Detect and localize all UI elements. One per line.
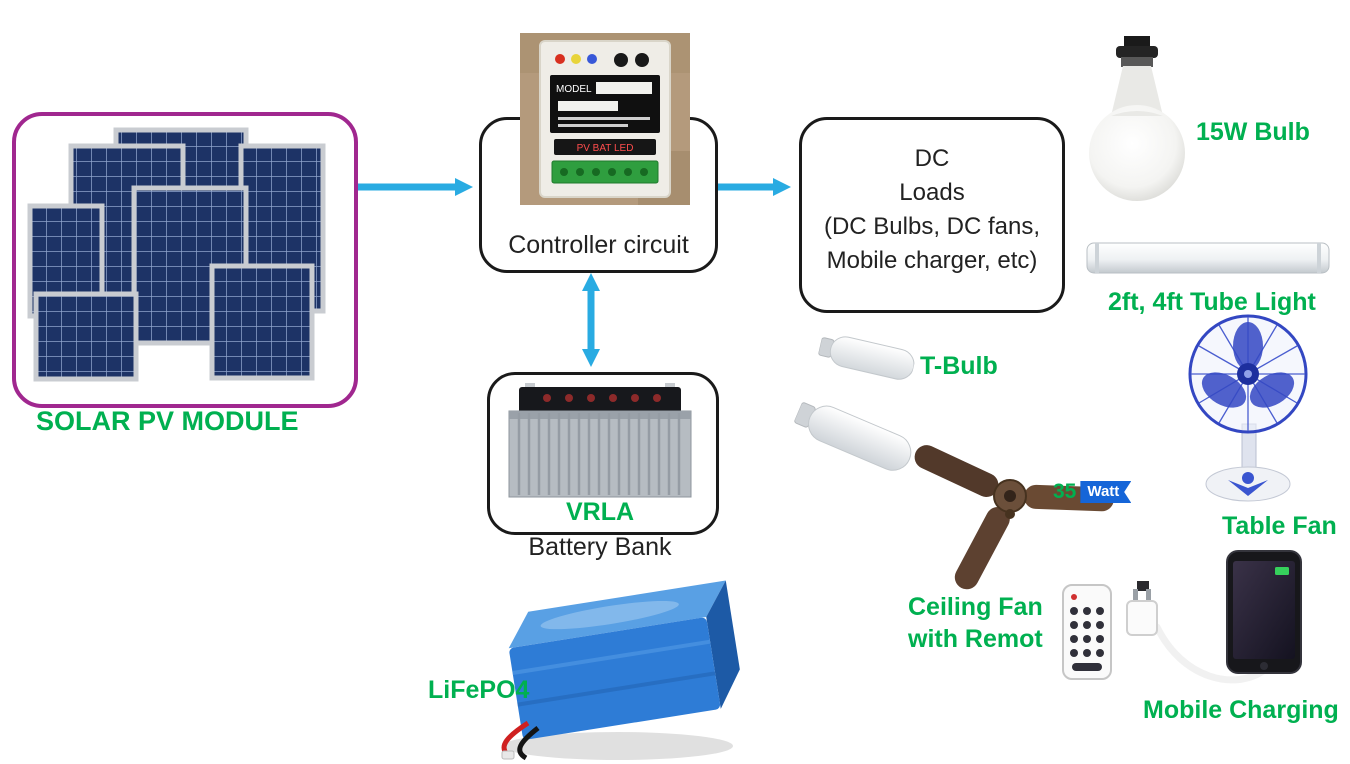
dc-loads-box: DC Loads (DC Bulbs, DC fans, Mobile char… xyxy=(799,117,1065,313)
t-bulb-image-large xyxy=(794,402,912,471)
tube-light-image xyxy=(1086,242,1330,274)
vrla-label: VRLA xyxy=(565,498,635,526)
vrla-battery-image xyxy=(508,383,692,498)
bulb-15w-label: 15W Bulb xyxy=(1196,118,1310,146)
watt-value: 35 xyxy=(1053,480,1077,503)
tube-light-label: 2ft, 4ft Tube Light xyxy=(1108,288,1316,316)
t-bulb-label: T-Bulb xyxy=(920,352,998,380)
controller-circuit-label: Controller circuit xyxy=(508,231,689,259)
dc-loads-line-3: (DC Bulbs, DC fans, xyxy=(823,213,1041,240)
ceiling-fan-label-line1: Ceiling Fan xyxy=(908,593,1043,621)
dc-loads-line-1: DC xyxy=(914,145,950,172)
solar-pv-module-label: SOLAR PV MODULE xyxy=(36,406,299,436)
controller-photo: MODEL PV BAT LED xyxy=(520,33,690,205)
charger-plug-icon xyxy=(1126,581,1158,636)
t-bulb-image-small xyxy=(818,336,915,380)
dc-loads-line-4: Mobile charger, etc) xyxy=(826,247,1038,274)
controller-model-text: MODEL xyxy=(556,84,592,95)
dc-loads-line-2: Loads xyxy=(899,179,965,206)
remote-control-image xyxy=(1062,584,1112,680)
bulb-15w-image xyxy=(1089,36,1185,201)
controller-indicator-text: PV BAT LED xyxy=(577,143,634,154)
solar-pv-module-frame xyxy=(12,112,358,408)
watt-badge: 35 Watt xyxy=(1053,480,1132,504)
table-fan-label: Table Fan xyxy=(1222,512,1337,540)
mobile-charging-image xyxy=(1126,550,1302,684)
ceiling-fan-label-line2: with Remot xyxy=(908,625,1043,653)
battery-bank-label: Battery Bank xyxy=(528,533,672,561)
mobile-charging-label: Mobile Charging xyxy=(1143,696,1339,724)
smartphone-icon xyxy=(1226,550,1302,674)
table-fan-image xyxy=(1188,314,1308,502)
lifepo4-battery-image xyxy=(501,580,740,761)
watt-unit-flag: Watt xyxy=(1080,481,1132,503)
solar-panels-image xyxy=(27,127,326,382)
ceiling-fan-image xyxy=(914,445,1114,590)
lifepo4-label: LiFePO4 xyxy=(428,676,530,704)
